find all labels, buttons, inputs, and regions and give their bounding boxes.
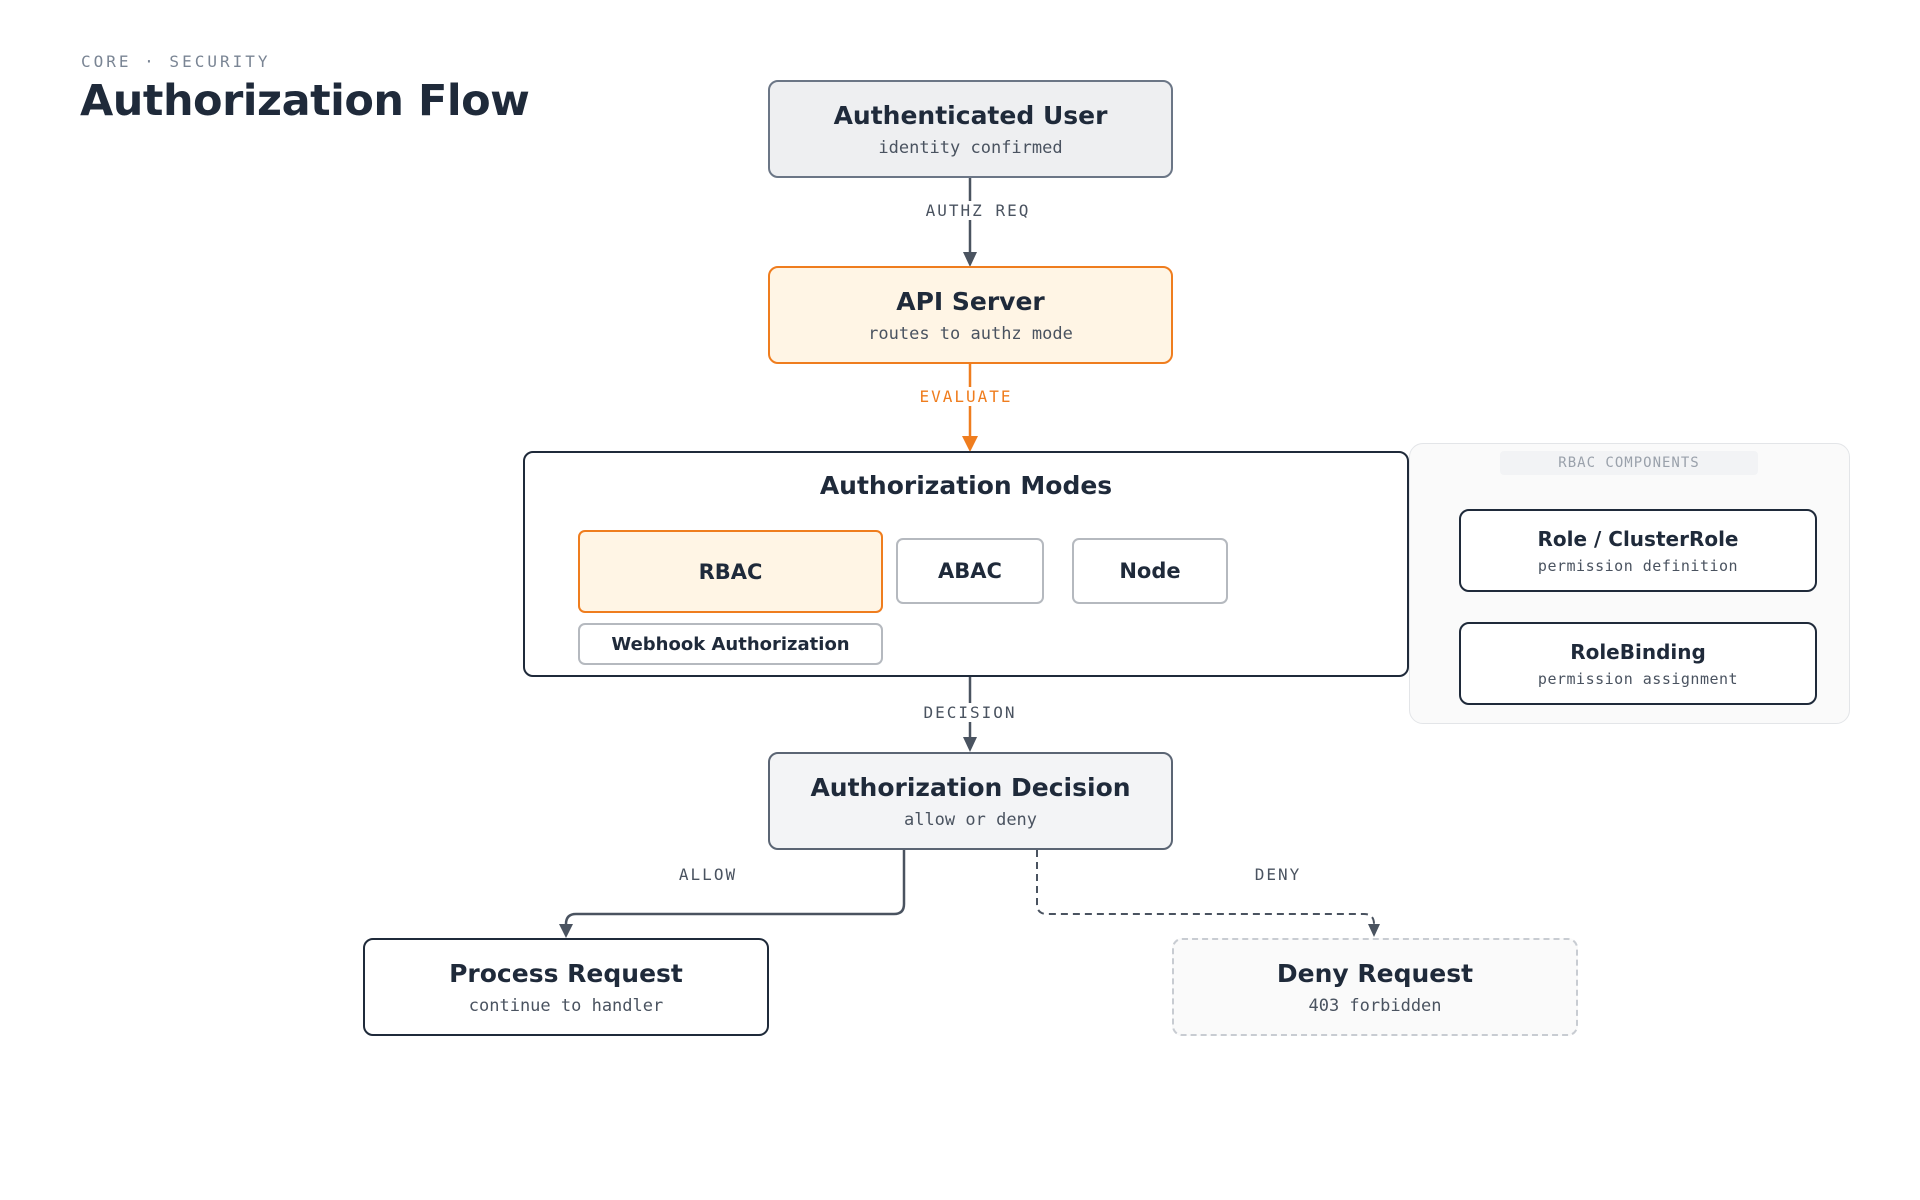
node-process-request[interactable]: Process Request continue to handler (363, 938, 769, 1036)
arrowhead-evaluate (962, 436, 978, 452)
arrowhead-deny (1368, 924, 1380, 937)
node-title: Deny Request (1276, 958, 1474, 988)
edge-label-decision: DECISION (919, 703, 1021, 722)
rbac-components-label: RBAC COMPONENTS (1500, 451, 1758, 475)
arrowhead-authz-req (963, 252, 977, 267)
arrowhead-decision (963, 737, 977, 752)
mode-webhook[interactable]: Webhook Authorization (578, 623, 883, 665)
edge-label-allow: ALLOW (674, 865, 742, 884)
node-title: Authenticated User (833, 100, 1108, 130)
node-role-clusterrole[interactable]: Role / ClusterRole permission definition (1459, 509, 1817, 592)
edge-deny (1036, 850, 1375, 926)
node-subtitle: continue to handler (468, 995, 664, 1016)
mode-node[interactable]: Node (1072, 538, 1228, 604)
edge-allow (564, 850, 906, 926)
edge-label-authz-req: AUTHZ REQ (921, 201, 1035, 220)
section-eyebrow: CORE · SECURITY (81, 52, 271, 71)
node-title: Role / ClusterRole (1537, 526, 1739, 551)
node-authorization-decision[interactable]: Authorization Decision allow or deny (768, 752, 1173, 850)
mode-abac[interactable]: ABAC (896, 538, 1044, 604)
node-subtitle: routes to authz mode (868, 323, 1073, 344)
node-subtitle: 403 forbidden (1308, 995, 1442, 1016)
edge-label-evaluate: EVALUATE (915, 387, 1017, 406)
node-api-server[interactable]: API Server routes to authz mode (768, 266, 1173, 364)
node-title: Process Request (449, 958, 683, 988)
node-subtitle: identity confirmed (878, 137, 1063, 158)
page-title: Authorization Flow (80, 76, 530, 126)
authorization-modes-title: Authorization Modes (819, 471, 1113, 500)
mode-rbac[interactable]: RBAC (578, 530, 883, 613)
node-deny-request[interactable]: Deny Request 403 forbidden (1172, 938, 1578, 1036)
node-authenticated-user[interactable]: Authenticated User identity confirmed (768, 80, 1173, 178)
node-title: RoleBinding (1570, 639, 1706, 664)
node-rolebinding[interactable]: RoleBinding permission assignment (1459, 622, 1817, 705)
node-subtitle: permission definition (1537, 556, 1739, 575)
node-subtitle: allow or deny (903, 809, 1038, 830)
node-title: Authorization Decision (810, 772, 1131, 802)
node-subtitle: permission assignment (1537, 669, 1739, 688)
node-title: API Server (896, 286, 1045, 316)
arrowhead-allow (559, 924, 573, 938)
edge-label-deny: DENY (1250, 865, 1306, 884)
